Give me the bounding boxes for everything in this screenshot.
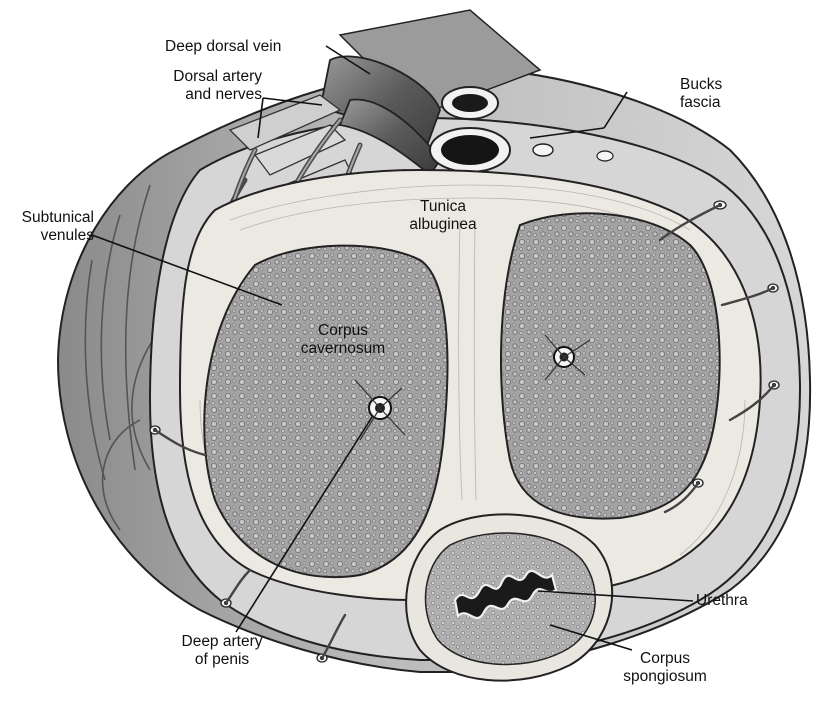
label-corpus-cavernosum: Corpus cavernosum bbox=[293, 322, 393, 358]
label-deep-dorsal-vein: Deep dorsal vein bbox=[165, 38, 281, 56]
label-corpus-spongiosum: Corpus spongiosum bbox=[615, 650, 715, 686]
label-dorsal-artery-and-nerves: Dorsal artery and nerves bbox=[122, 68, 262, 104]
label-subtunical-venules: Subtunical venules bbox=[2, 209, 94, 245]
label-tunica-albuginea: Tunica albuginea bbox=[398, 198, 488, 234]
label-deep-artery-of-penis: Deep artery of penis bbox=[167, 633, 277, 669]
label-urethra: Urethra bbox=[696, 592, 748, 610]
label-bucks-fascia: Bucks fascia bbox=[680, 76, 722, 112]
corpus-cavernosum-right bbox=[501, 213, 720, 518]
corpus-cavernosum-left bbox=[204, 246, 447, 578]
